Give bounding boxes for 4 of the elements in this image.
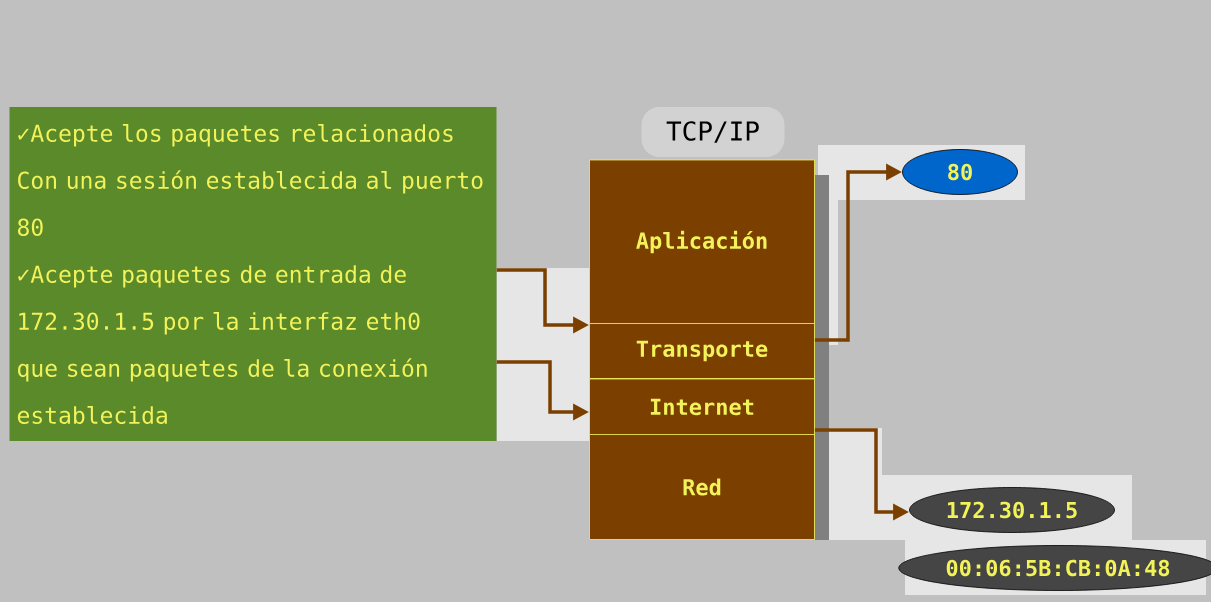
layer-box: Internet <box>589 378 815 436</box>
layer-box: Transporte <box>589 323 815 379</box>
layer-box: Red <box>589 434 815 540</box>
title-tab: TCP/IP <box>641 107 785 157</box>
